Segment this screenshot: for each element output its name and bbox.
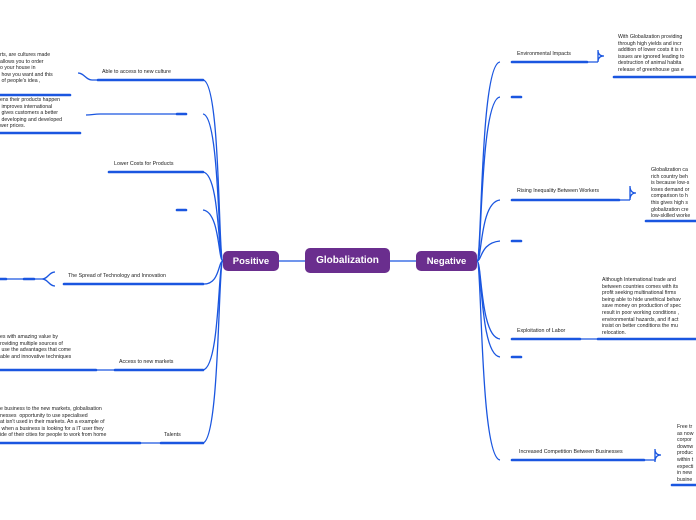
subtopic-environmental-impacts[interactable]: Environmental Impacts	[517, 51, 571, 57]
negative-branch-4-link	[476, 240, 501, 262]
negative-note-3-link	[619, 185, 637, 201]
note-access-new-markets: es with amazing value by roviding multip…	[0, 334, 72, 360]
positive-note-1-link	[77, 72, 97, 81]
note-talents: e business to the new markets, globalisa…	[0, 406, 107, 439]
subtopic-lower-costs[interactable]: Lower Costs for Products	[114, 161, 174, 167]
negative-branch-2-link	[476, 96, 501, 262]
subtopic-exploitation-labor[interactable]: Exploitation of Labor	[517, 328, 566, 334]
subtopic-talents[interactable]: Talents	[164, 432, 181, 438]
note-rising-inequality: Globalization ca rich country beh is bec…	[651, 167, 691, 220]
positive-note-2-link	[85, 113, 176, 116]
negative-branch-7-link	[476, 260, 501, 461]
main-topic-positive[interactable]: Positive	[223, 251, 279, 271]
positive-branch-4-link	[202, 209, 224, 262]
negative-note-7-link	[644, 448, 662, 463]
note-increased-competition: Free tr as now corpor downw produc withi…	[677, 424, 694, 483]
central-topic-globalization[interactable]: Globalization	[305, 248, 390, 273]
positive-topic-5-bracket	[6, 271, 56, 287]
note-products: ens their products happen improves inter…	[0, 97, 63, 130]
subtopic-rising-inequality[interactable]: Rising Inequality Between Workers	[517, 188, 600, 194]
subtopic-spread-technology[interactable]: The Spread of Technology and Innovation	[68, 273, 166, 279]
note-access-new-culture: rts, are cultures made allows you to ord…	[0, 52, 53, 85]
subtopic-increased-competition[interactable]: Increased Competition Between Businesses	[519, 449, 623, 455]
positive-branch-6-link	[202, 260, 224, 371]
subtopic-access-new-culture[interactable]: Able to access to new culture	[102, 69, 171, 75]
negative-branch-3-link	[476, 199, 501, 262]
main-topic-negative[interactable]: Negative	[416, 251, 477, 271]
negative-note-1-link	[587, 49, 605, 63]
subtopic-access-new-markets[interactable]: Access to new markets	[119, 359, 174, 365]
positive-branch-7-link	[202, 260, 224, 444]
note-environmental-impacts: With Globalization providing through hig…	[618, 34, 685, 73]
note-exploitation-labor: Although International trade and between…	[602, 277, 682, 336]
